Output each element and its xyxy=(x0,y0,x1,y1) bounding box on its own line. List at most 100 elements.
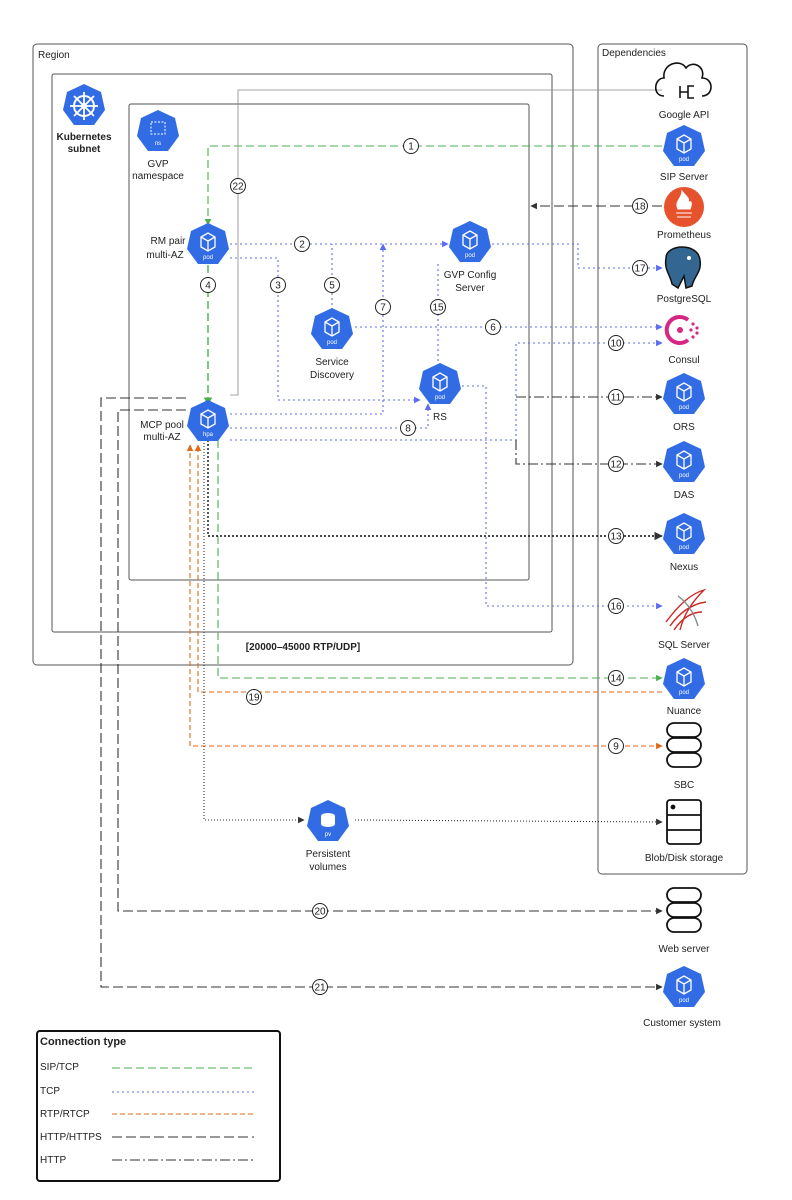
dependencies-label: Dependencies xyxy=(602,48,666,59)
cloud-icon xyxy=(654,62,712,99)
badge-7: 7 xyxy=(375,299,391,315)
badge-14: 14 xyxy=(608,670,624,686)
service-discovery-label-2: Discovery xyxy=(310,370,354,381)
customer-pod-text: pod xyxy=(679,998,689,1004)
badge-number: 7 xyxy=(380,303,386,314)
legend-title: Connection type xyxy=(40,1036,126,1048)
gvp-config-label-2: Server xyxy=(455,283,485,294)
conn-pv xyxy=(203,440,305,824)
conn-blob xyxy=(354,818,663,826)
conn-9 xyxy=(186,444,663,750)
badge-number: 12 xyxy=(610,460,622,471)
prometheus-icon xyxy=(664,187,704,227)
web-server-label: Web server xyxy=(659,944,711,955)
sql-server-icon xyxy=(665,588,707,631)
gvp-pod-text: pod xyxy=(465,253,475,259)
rm-pod-icon: pod xyxy=(186,222,230,265)
badge-6: 6 xyxy=(485,319,501,335)
google-api-label: Google API xyxy=(659,110,710,121)
legend-http-label: HTTP xyxy=(40,1155,66,1166)
badge-number: 10 xyxy=(610,339,622,350)
legend-rtp-label: RTP/RTCP xyxy=(40,1109,90,1120)
ns-text: ns xyxy=(155,141,161,147)
ors-label: ORS xyxy=(673,422,695,433)
badge-13: 13 xyxy=(608,528,624,544)
badge-number: 3 xyxy=(275,281,281,292)
badge-9: 9 xyxy=(608,738,624,754)
blob-storage-icon xyxy=(666,799,702,845)
badge-11: 11 xyxy=(608,389,624,405)
conn-10 xyxy=(230,339,663,441)
gvp-config-label-1: GVP Config xyxy=(444,270,497,281)
badge-16: 16 xyxy=(608,598,624,614)
mcp-label-1: MCP pool xyxy=(140,420,184,431)
badge-17: 17 xyxy=(632,260,648,276)
conn-7 xyxy=(230,243,387,415)
das-label: DAS xyxy=(674,490,695,501)
gvp-config-pod-icon: pod xyxy=(448,220,492,263)
conn-8 xyxy=(230,403,432,429)
ors-pod-text: pod xyxy=(679,405,689,411)
legend-box xyxy=(36,1030,281,1182)
consul-icon xyxy=(664,315,699,345)
blob-storage-label: Blob/Disk storage xyxy=(645,853,724,864)
consul-label: Consul xyxy=(668,355,699,366)
legend-sip-label: SIP/TCP xyxy=(40,1062,79,1073)
conn-19 xyxy=(194,444,662,693)
mcp-hpa-text: hpa xyxy=(203,432,214,438)
namespace-label-2: namespace xyxy=(132,171,184,182)
badge-number: 18 xyxy=(634,202,646,213)
persistent-label-1: Persistent xyxy=(306,849,351,860)
badge-2: 2 xyxy=(294,236,310,252)
badge-number: 13 xyxy=(610,532,622,543)
badge-number: 5 xyxy=(329,281,335,292)
namespace-icon: ns xyxy=(137,110,179,151)
badge-number: 21 xyxy=(314,983,326,994)
das-pod-text: pod xyxy=(679,473,689,479)
namespace-label-1: GVP xyxy=(147,159,168,170)
badge-number: 16 xyxy=(610,602,622,613)
badge-number: 6 xyxy=(490,323,496,334)
service-discovery-label-1: Service xyxy=(315,357,349,368)
kubernetes-icon xyxy=(63,84,105,125)
conn-3 xyxy=(230,257,421,404)
persistent-label-2: volumes xyxy=(309,862,346,873)
badge-8: 8 xyxy=(400,420,416,436)
badge-1: 1 xyxy=(403,138,419,154)
rs-label: RS xyxy=(433,412,447,423)
conn-1 xyxy=(204,145,662,226)
postgresql-label: PostgreSQL xyxy=(657,294,712,305)
conn-20 xyxy=(117,409,663,915)
badge-number: 14 xyxy=(610,674,622,685)
badge-number: 4 xyxy=(205,281,211,292)
rs-pod-icon: pod xyxy=(418,362,462,405)
rm-label-1: RM pair xyxy=(150,236,186,247)
postgresql-icon xyxy=(664,246,702,290)
badge-number: 11 xyxy=(611,393,622,404)
badge-22: 22 xyxy=(230,178,246,194)
kubernetes-label-1: Kubernetes xyxy=(56,132,111,143)
badge-number: 17 xyxy=(634,264,646,275)
sbc-server-icon xyxy=(666,722,702,768)
badge-19: 19 xyxy=(246,689,262,705)
legend-https-label: HTTP/HTTPS xyxy=(40,1132,102,1143)
sip-pod-text: pod xyxy=(679,157,689,163)
nexus-pod-text: pod xyxy=(679,545,689,551)
badge-15: 15 xyxy=(430,299,446,315)
mcp-hpa-icon: hpa xyxy=(186,399,230,442)
badge-4: 4 xyxy=(200,277,216,293)
conn-22 xyxy=(230,89,662,396)
rtp-range-label: [20000–45000 RTP/UDP] xyxy=(246,642,361,653)
badge-21: 21 xyxy=(312,979,328,995)
persistent-volume-icon: pv xyxy=(307,800,349,841)
nexus-pod-icon: pod xyxy=(662,512,706,555)
conn-12 xyxy=(515,440,663,468)
badge-number: 9 xyxy=(613,742,619,753)
mcp-label-2: multi-AZ xyxy=(143,432,180,443)
sip-server-pod-icon: pod xyxy=(662,124,706,167)
badge-number: 22 xyxy=(232,182,244,193)
rm-label-2: multi-AZ xyxy=(146,250,183,261)
conn-17 xyxy=(492,243,663,272)
